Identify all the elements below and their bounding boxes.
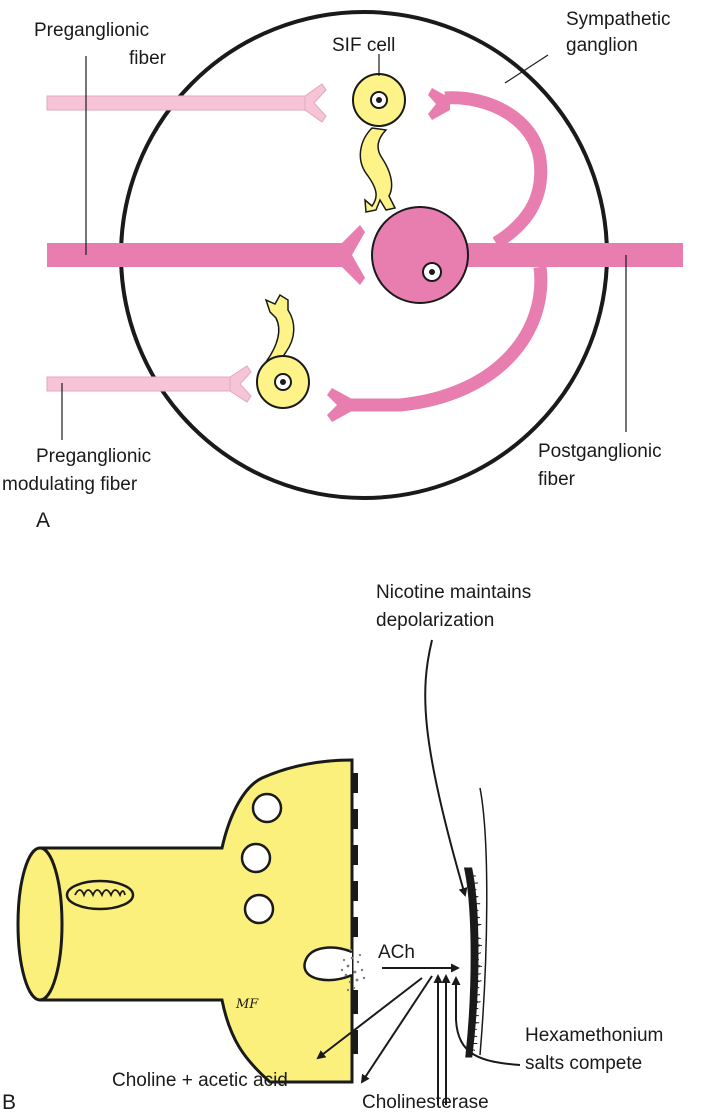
label-hexamethonium-2: salts compete (525, 1053, 642, 1074)
label-nicotine-1: Nicotine maintains (376, 582, 531, 603)
panel-label-b: B (2, 1091, 16, 1114)
label-nicotine-2: depolarization (376, 610, 494, 631)
modulating-fiber (47, 377, 232, 391)
postganglionic-neuron-soma (372, 207, 468, 303)
label-sif-cell: SIF cell (332, 35, 395, 56)
label-cholinesterase: Cholinesterase (362, 1092, 489, 1113)
panel-b: Nicotine maintains depolarization ACh MF… (2, 582, 663, 1114)
signature-mf: MF (235, 997, 259, 1012)
vesicle-3 (245, 895, 273, 923)
label-choline: Choline + acetic acid (112, 1070, 288, 1091)
sif-upper-nucleolus (376, 97, 382, 103)
label-modulating-1: Preganglionic (36, 446, 151, 467)
postganglionic-fiber (460, 243, 683, 267)
label-preganglionic-2: fiber (129, 48, 167, 69)
choline-arrow-2 (362, 976, 432, 1082)
panel-label-a: A (36, 509, 50, 532)
label-postganglionic-1: Postganglionic (538, 441, 662, 462)
label-hexamethonium-1: Hexamethonium (525, 1025, 663, 1046)
active-zone-7 (352, 1030, 358, 1054)
axon-cross-section (18, 848, 62, 1000)
preganglionic-fiber-main (47, 243, 342, 267)
presynaptic-terminal (24, 760, 352, 1082)
label-postganglionic-2: fiber (538, 469, 576, 490)
active-zone-3 (352, 845, 358, 865)
label-preganglionic-1: Preganglionic (34, 20, 149, 41)
panel-a: Preganglionic fiber SIF cell Sympathetic… (2, 9, 683, 532)
neuron-nucleolus (429, 269, 435, 275)
active-zone-5 (352, 917, 358, 937)
label-ach: ACh (378, 942, 415, 963)
vesicle-2 (242, 844, 270, 872)
vesicle-1 (253, 794, 281, 822)
active-zone-4 (352, 881, 358, 901)
label-sympathetic-1: Sympathetic (566, 9, 671, 30)
active-zone-2 (352, 809, 358, 829)
active-zone-1 (352, 773, 358, 793)
active-zone-6 (352, 990, 358, 1014)
label-modulating-2: modulating fiber (2, 474, 138, 495)
hexamethonium-arrow (456, 978, 520, 1065)
label-sympathetic-2: ganglion (566, 35, 638, 56)
mitochondrion (67, 881, 133, 909)
nicotine-arrow (425, 640, 465, 895)
postsynaptic-membrane-outer (480, 788, 487, 1055)
sif-lower-nucleolus (280, 379, 286, 385)
